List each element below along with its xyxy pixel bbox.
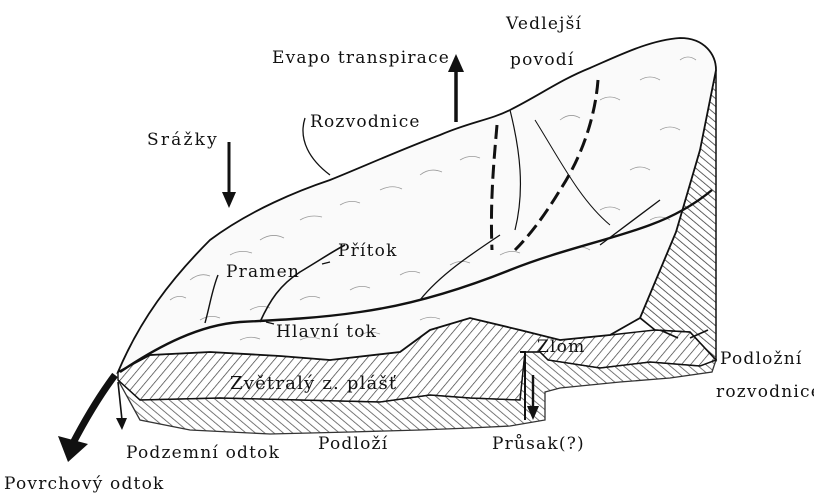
label-pramen: Pramen: [226, 262, 300, 282]
label-rozvodnice: Rozvodnice: [310, 112, 421, 132]
label-zvetraly: Zvětralý z. plášť: [230, 374, 397, 394]
label-podzemni: Podzemní odtok: [126, 443, 280, 463]
label-vedlejsi-1: Vedlejší: [506, 14, 582, 34]
label-podlozni-1: Podložní: [720, 349, 802, 369]
catchment-surface: [118, 38, 716, 372]
label-prusak: Průsak(?): [492, 434, 585, 454]
label-podlozi: Podloží: [318, 434, 388, 454]
label-povrchovy: Povrchový odtok: [4, 474, 165, 494]
label-zlom: Zlom: [537, 337, 585, 357]
curved-arrow-icon: [58, 375, 115, 462]
label-podlozni-2: rozvodnice: [716, 382, 814, 402]
arrow-up-icon: [448, 54, 464, 122]
label-pritok: Přítok: [338, 241, 398, 261]
label-hlavni-tok: Hlavní tok: [276, 322, 377, 342]
label-vedlejsi-2: povodí: [510, 50, 574, 70]
label-srazky: Srážky: [147, 130, 219, 150]
arrow-down-icon: [222, 142, 236, 208]
label-evapotranspirace: Evapo transpirace: [272, 48, 450, 68]
